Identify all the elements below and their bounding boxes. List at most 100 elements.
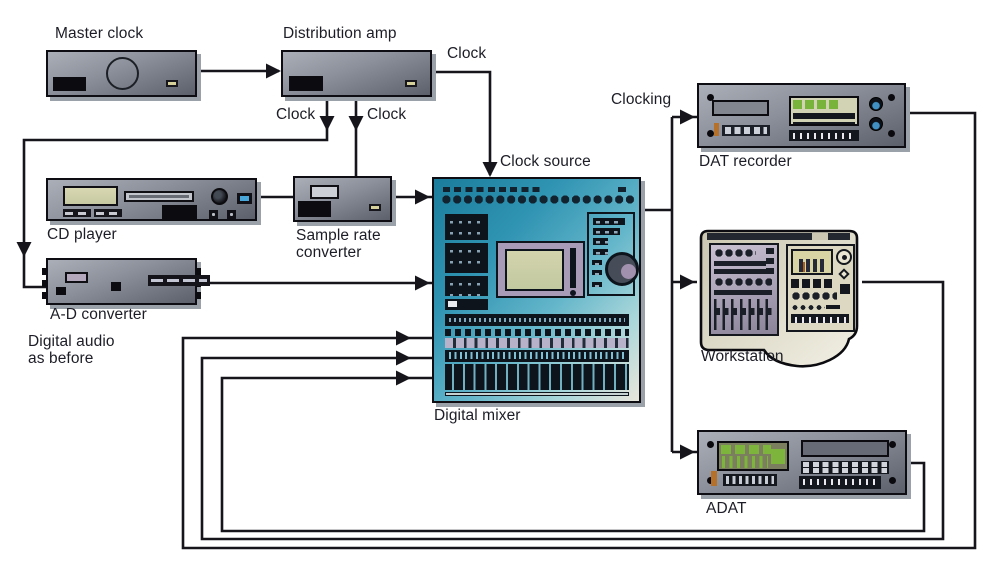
wire-distamp-to-mixer-top bbox=[432, 70, 492, 175]
digital-audio-note-line1: Digital audio bbox=[28, 333, 115, 350]
workstation-label: Workstation bbox=[701, 348, 784, 365]
master-clock-device bbox=[46, 50, 197, 97]
workstation-button-strip bbox=[791, 314, 849, 323]
mixer-button-row bbox=[593, 218, 625, 225]
clock-label-top: Clock bbox=[447, 45, 487, 62]
digital-mixer-device bbox=[432, 177, 641, 403]
screw-icon bbox=[707, 130, 714, 137]
rack-ear-icon bbox=[42, 268, 47, 275]
screw-icon bbox=[889, 441, 896, 448]
cd-player-knob-icon bbox=[211, 188, 228, 205]
clock-source-label: Clock source bbox=[500, 153, 591, 170]
cd-player-buttons bbox=[94, 209, 122, 217]
screw-icon bbox=[707, 94, 714, 101]
mixer-trim-buttons bbox=[443, 187, 543, 192]
workstation-control-panel bbox=[786, 244, 855, 332]
workstation-knob-row-icon bbox=[714, 277, 772, 287]
master-clock-button bbox=[166, 80, 178, 87]
workstation-mini-knobs bbox=[791, 304, 825, 311]
screw-icon bbox=[707, 441, 714, 448]
cd-player-button bbox=[209, 210, 218, 219]
mixer-button bbox=[592, 282, 602, 287]
cd-player-power-led bbox=[237, 193, 252, 204]
mixer-button-row bbox=[593, 238, 608, 245]
master-clock-display bbox=[53, 77, 86, 91]
mixer-meter-block bbox=[445, 299, 488, 310]
workstation-device bbox=[697, 229, 863, 371]
ad-converter-display bbox=[65, 272, 88, 283]
digital-audio-note: Digital audio as before bbox=[28, 333, 115, 367]
workstation-bar bbox=[714, 290, 772, 295]
mixer-screen-knob-icon bbox=[570, 290, 576, 296]
distribution-amp-label: Distribution amp bbox=[283, 25, 397, 42]
adat-button-row bbox=[723, 474, 777, 486]
cd-player-button bbox=[227, 210, 236, 219]
dat-knob-icon bbox=[869, 97, 883, 111]
workstation-bar bbox=[826, 305, 840, 309]
clock-label-right: Clock bbox=[367, 106, 407, 123]
workstation-fader-bank-icon bbox=[714, 299, 774, 330]
distribution-amp-device bbox=[281, 50, 432, 97]
mixer-channel-block bbox=[445, 276, 488, 296]
dat-cassette-window bbox=[789, 96, 859, 126]
ad-converter-device bbox=[42, 258, 210, 305]
dat-power-button bbox=[714, 123, 719, 136]
adat-display bbox=[801, 440, 889, 457]
mixer-button-row bbox=[593, 249, 608, 255]
workstation-button-row bbox=[791, 279, 833, 288]
workstation-slider-icon bbox=[714, 269, 770, 274]
digital-audio-note-line2: as before bbox=[28, 350, 94, 367]
mixer-screen-lcd bbox=[505, 249, 564, 291]
dat-recorder-label: DAT recorder bbox=[699, 153, 792, 170]
cd-player-buttons bbox=[63, 209, 91, 217]
dat-display bbox=[712, 100, 769, 116]
workstation-knob-icon bbox=[836, 249, 852, 265]
src-panel bbox=[298, 201, 331, 217]
mixer-channel-block bbox=[445, 214, 488, 240]
workstation-side-buttons bbox=[766, 248, 774, 274]
cd-player-label: CD player bbox=[47, 226, 117, 243]
adat-button-grid bbox=[801, 461, 889, 474]
clocking-label: Clocking bbox=[611, 91, 672, 108]
rack-ear-icon bbox=[196, 268, 201, 275]
distribution-amp-button bbox=[405, 80, 417, 87]
mixer-fader-caps bbox=[445, 338, 629, 348]
workstation-level-meter bbox=[791, 249, 833, 275]
sample-rate-converter-label: Sample rate converter bbox=[296, 227, 381, 261]
cd-player-device bbox=[46, 178, 257, 221]
ad-converter-button bbox=[111, 282, 121, 291]
cd-player-display bbox=[63, 186, 118, 206]
workstation-knob-row-icon bbox=[714, 248, 756, 258]
mixer-mute-row bbox=[445, 329, 629, 336]
cd-player-drawer bbox=[162, 205, 197, 221]
screw-icon bbox=[707, 477, 714, 484]
arrowheads bbox=[16, 63, 695, 460]
master-clock-dial-icon bbox=[106, 57, 139, 90]
mixer-button bbox=[592, 270, 602, 275]
master-clock-label: Master clock bbox=[55, 25, 144, 42]
workstation-slider-icon bbox=[714, 261, 766, 266]
workstation-knob-row-icon bbox=[791, 291, 837, 301]
mixer-led-row bbox=[445, 350, 629, 362]
workstation-mixer-panel bbox=[709, 243, 779, 336]
screw-icon bbox=[888, 130, 895, 137]
ad-converter-label: A-D converter bbox=[50, 306, 147, 323]
screw-icon bbox=[888, 94, 895, 101]
mixer-trim-button bbox=[618, 187, 626, 192]
cd-tray-icon bbox=[124, 191, 194, 202]
mixer-button bbox=[592, 260, 602, 265]
dat-button-row bbox=[722, 125, 770, 136]
src-button bbox=[369, 204, 381, 211]
digital-mixer-label: Digital mixer bbox=[434, 407, 521, 424]
mixer-screen-scrollbar bbox=[570, 248, 576, 288]
mixer-select-row bbox=[445, 314, 629, 326]
ad-converter-button bbox=[56, 287, 66, 295]
dat-transport-buttons bbox=[789, 130, 859, 141]
distribution-amp-display bbox=[289, 76, 323, 91]
src-label-line2: converter bbox=[296, 244, 362, 261]
wire-workstation-return-loop bbox=[200, 280, 945, 541]
adat-meter-display bbox=[717, 441, 789, 471]
screw-icon bbox=[889, 477, 896, 484]
ad-converter-slots bbox=[148, 275, 210, 286]
